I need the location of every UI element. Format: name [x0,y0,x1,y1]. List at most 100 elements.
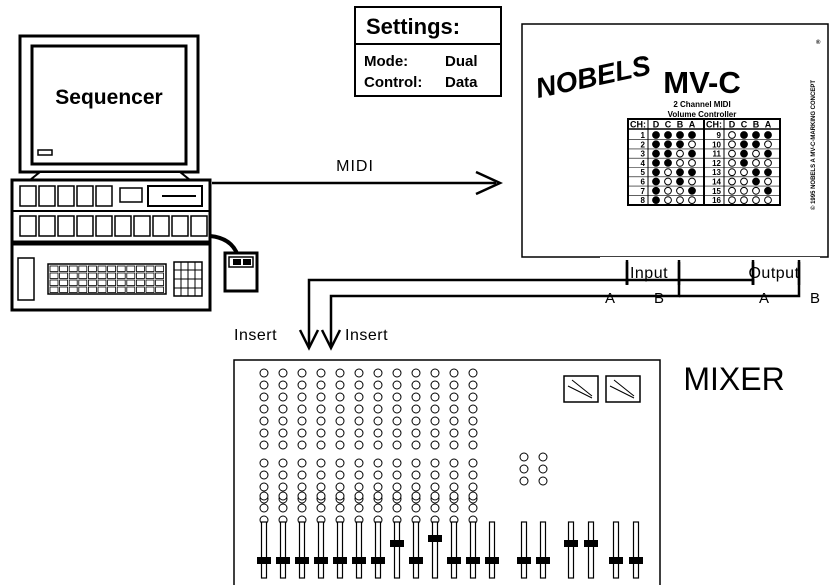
mixer-knob [392,416,402,426]
bit-dot [728,140,736,149]
mode-value: Dual [445,53,478,70]
mixer-knob [316,482,326,492]
insert-right-line [329,285,681,346]
table-header: D [653,120,660,130]
bit-dot [764,140,772,149]
monitor-screen [30,44,188,166]
channel-number: 11 [713,150,722,159]
channel-number: 2 [641,140,646,149]
mixer-knob [519,476,529,486]
fader-track [431,521,439,579]
key [135,279,145,286]
mixer-knob [468,416,478,426]
drive-bays-top [19,185,113,207]
mixer-knob [354,416,364,426]
mixer-knob [449,503,459,513]
key [88,286,97,293]
key [97,272,107,279]
key [59,265,68,272]
key [155,279,165,286]
mixer-knob [335,491,345,501]
mixer-knob [411,458,421,468]
mixer-knob [430,404,440,414]
mixer-knob [411,368,421,378]
fader-cap [447,557,461,564]
mixer-knob [354,428,364,438]
fader-track [450,521,458,579]
key [116,279,126,286]
key [78,272,88,279]
mixer-knob [430,380,440,390]
mixer-knob [259,470,269,480]
mixer-knob [335,416,345,426]
key [97,265,107,272]
mixer-knob [468,491,478,501]
mixer: MIXER [233,359,785,585]
mixer-knob [430,503,440,513]
mixer-knob [316,470,326,480]
mixer-knob [430,440,440,450]
mixer-knob [297,392,307,402]
mixer-knob [411,392,421,402]
bit-dot [652,168,660,177]
table-header: A [689,120,696,130]
mixer-knob [259,428,269,438]
bit-dot [740,131,748,139]
drive-bay [19,185,37,207]
mode-label: Mode: [364,53,408,70]
bit-dot [728,131,736,139]
mixer-knob [373,428,383,438]
fader-track [612,521,620,579]
channel-number: 15 [712,187,721,196]
input-b-label: B [654,290,664,307]
key [88,272,97,279]
mixer-knob [373,416,383,426]
control-value: Data [445,74,478,91]
fader-cap [536,557,550,564]
bit-dot [676,168,684,177]
key [59,272,68,279]
table-header: B [677,120,684,130]
bit-dot [664,131,672,139]
front-ports [119,187,143,203]
output-b-label: B [810,290,820,307]
key [126,272,136,279]
channel-number: 9 [717,131,722,140]
mixer-knob [297,470,307,480]
mixer-knob [297,428,307,438]
mixer-knob [259,368,269,378]
fader-cap [564,540,578,547]
bit-dot [740,196,748,205]
mixer-knob [430,458,440,468]
mixer-knob [373,491,383,501]
bit-dot [740,177,748,186]
channel-number: 5 [641,168,646,177]
mixer-knob [259,491,269,501]
mixer-knob [392,458,402,468]
channel-number: 8 [641,196,646,205]
insert-left-label: Insert [234,327,277,344]
monitor-button [37,149,53,156]
mixer-knob [373,404,383,414]
fader-track [298,521,306,579]
key [135,286,145,293]
fader-cap [390,540,404,547]
bit-dot [652,177,660,186]
mixer-knob [278,470,288,480]
mixer-knob [259,416,269,426]
bit-dot [752,168,760,177]
bit-dot [688,140,696,149]
input-label: Input [630,265,668,282]
drive-bay [57,185,75,207]
bit-dot [664,149,672,158]
device-subtitle-2: Volume Controller [668,110,737,119]
settings-title: Settings: [366,14,460,39]
key [68,265,78,272]
bit-dot [764,131,772,139]
fader-cap [257,557,271,564]
mixer-knob [297,368,307,378]
mixer-knob [278,458,288,468]
mixer-knob [354,380,364,390]
device-model: MV-C [663,65,741,100]
